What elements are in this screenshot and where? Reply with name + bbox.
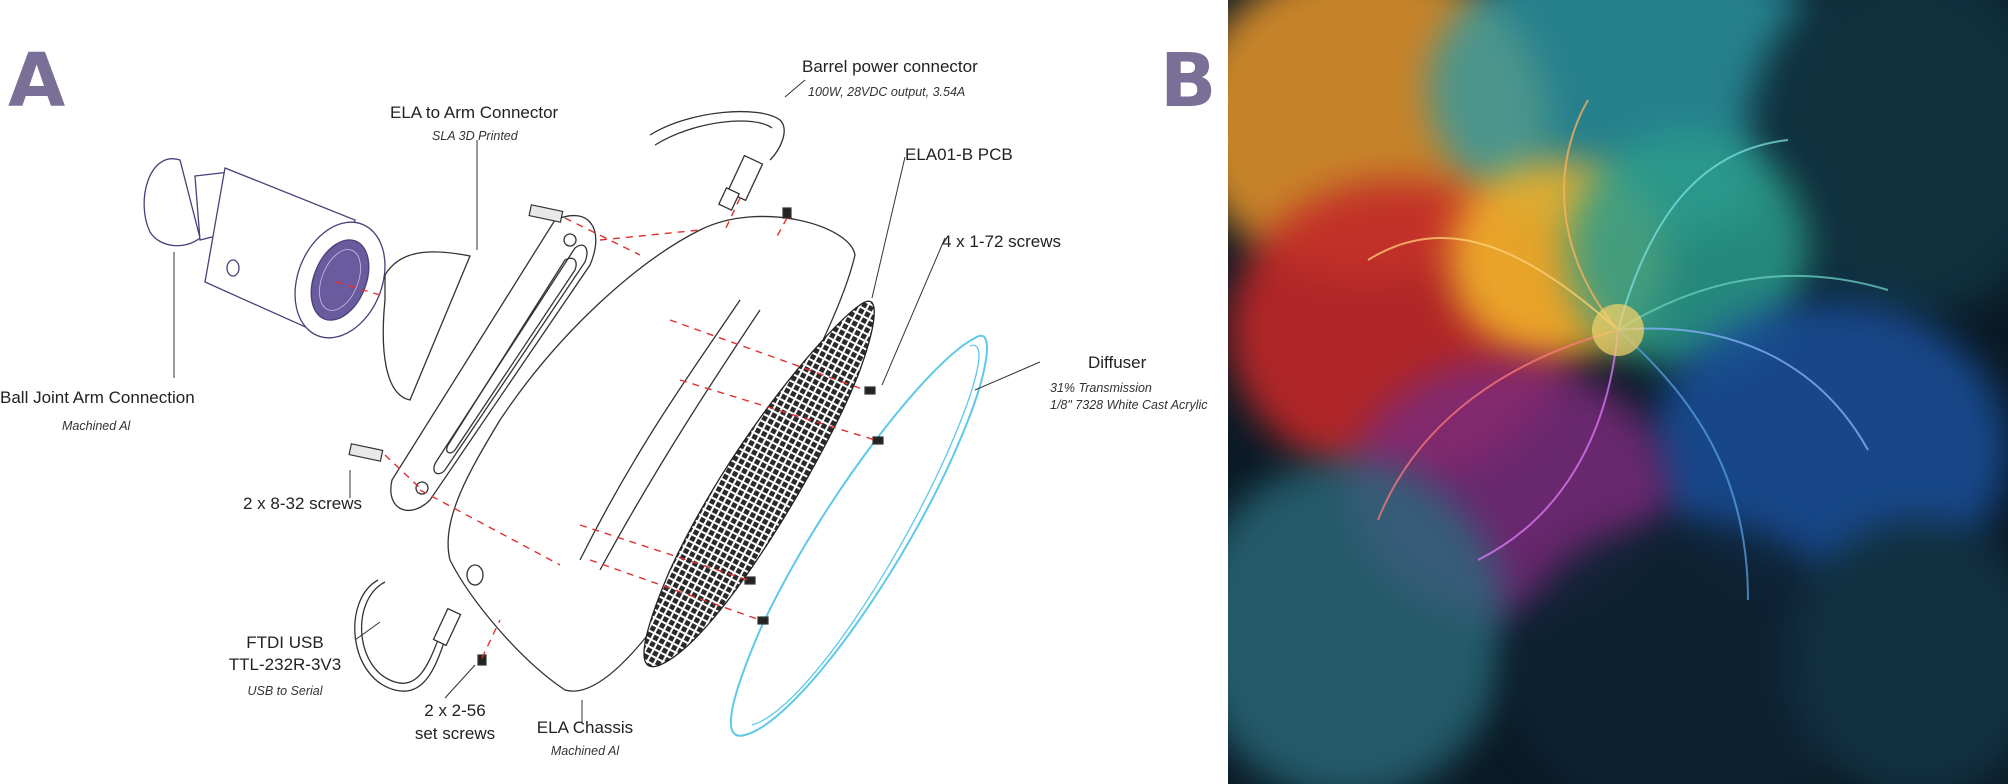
barrel-connector-sublabel: 100W, 28VDC output, 3.54A <box>808 85 966 99</box>
ftdi-sublabel: USB to Serial <box>247 684 323 698</box>
chassis-part <box>447 215 856 692</box>
swirl-petals <box>1367 99 1889 601</box>
panel-a-label: A <box>8 38 66 124</box>
diagram-drawing <box>143 79 1041 737</box>
abstract-swirl-flower-artwork <box>1228 0 2008 784</box>
pcb-part <box>643 300 875 668</box>
ball-joint-part <box>143 158 386 339</box>
ftdi-cable-part <box>354 579 462 692</box>
diffuser-sublabel-2: 1/8" 7328 White Cast Acrylic <box>1050 398 1208 412</box>
diffuser-label: Diffuser <box>1088 353 1147 372</box>
alignment-guides <box>329 197 876 659</box>
set-screws-label-1: 2 x 2-56 <box>424 701 486 720</box>
pcb-label: ELA01-B PCB <box>905 145 1013 164</box>
chassis-sublabel: Machined Al <box>550 744 620 758</box>
leader-lines <box>173 79 1041 722</box>
arm-connector-label: ELA to Arm Connector <box>390 103 559 122</box>
set-screws-label-2: set screws <box>414 724 496 743</box>
barrel-connector-part <box>649 111 785 211</box>
exploded-assembly-diagram: A Ball Joint Arm Connection Machined Al … <box>0 38 1208 758</box>
ball-joint-sublabel: Machined Al <box>62 419 131 433</box>
panel-b-label: B <box>1160 38 1217 124</box>
screws-832-label: 2 x 8-32 screws <box>243 494 363 513</box>
ftdi-label-2: TTL-232R-3V3 <box>228 655 342 674</box>
diffuser-part <box>729 334 988 737</box>
screws <box>348 204 884 666</box>
arm-connector-sublabel: SLA 3D Printed <box>432 129 518 143</box>
chassis-label: ELA Chassis <box>536 718 634 737</box>
screws-172-label: 4 x 1-72 screws <box>942 232 1062 251</box>
ftdi-label-1: FTDI USB <box>246 633 324 652</box>
arm-connector-part <box>382 214 597 511</box>
diffuser-sublabel-1: 31% Transmission <box>1050 381 1152 395</box>
barrel-connector-label: Barrel power connector <box>802 57 978 76</box>
ball-joint-label: Ball Joint Arm Connection <box>0 388 195 407</box>
